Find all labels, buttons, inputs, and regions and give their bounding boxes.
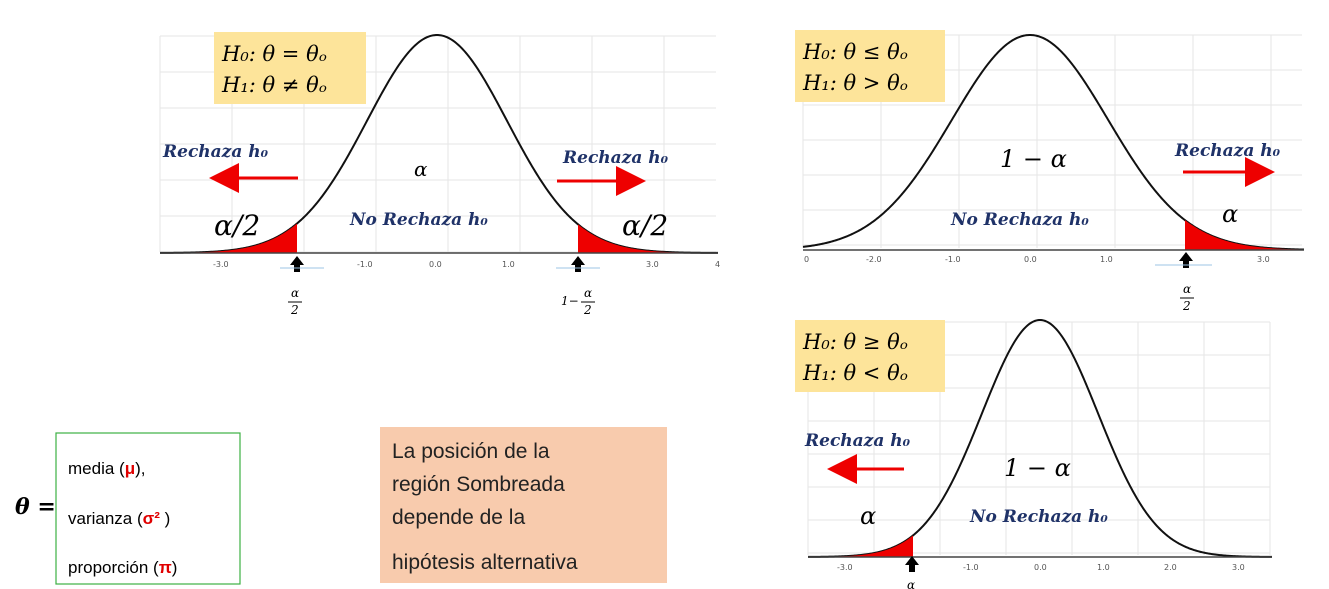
tick-label: 0.0 bbox=[1034, 563, 1047, 572]
theta-parameter-box bbox=[55, 432, 241, 585]
tick-label: 3.0 bbox=[1232, 563, 1245, 572]
no-reject-label-left-tailed: No Rechaza h₀ bbox=[969, 507, 1108, 527]
reject-region-left bbox=[808, 535, 913, 557]
tick-label: 1.0 bbox=[1100, 255, 1113, 264]
tick-label: -1.0 bbox=[963, 563, 979, 572]
tick-label: -3.0 bbox=[837, 563, 853, 572]
marker-fraction-num: α bbox=[1183, 282, 1191, 296]
h1-left-tailed: H₁: θ < θₒ bbox=[802, 361, 908, 385]
normal-curve-left-tailed bbox=[807, 318, 1273, 558]
tick-label: 0 bbox=[804, 255, 809, 264]
note-line: hipótesis alternativa bbox=[392, 551, 578, 574]
tick-label: 1.0 bbox=[502, 260, 515, 269]
marker-fraction-num: α bbox=[291, 286, 299, 300]
reject-label-left: Rechaza h₀ bbox=[162, 142, 269, 162]
tick-label: -1.0 bbox=[945, 255, 961, 264]
tick-label: 0.0 bbox=[429, 260, 442, 269]
marker-fraction-den: 2 bbox=[583, 303, 592, 317]
h0-left-tailed: H₀: θ ≥ θₒ bbox=[802, 330, 908, 354]
tick-label: 4 bbox=[715, 260, 720, 269]
panel-two-tailed: H₀: θ = θₒ H₁: θ ≠ θₒ Rechaza h₀ Rechaza… bbox=[159, 32, 720, 317]
reject-region-left bbox=[160, 223, 297, 253]
theta-symbol: θ = bbox=[15, 494, 56, 520]
reject-label: Rechaza h₀ bbox=[1174, 141, 1281, 161]
grid-left-tailed bbox=[807, 321, 1271, 555]
center-label: 1 − α bbox=[1004, 454, 1071, 482]
h0-two-tailed: H₀: θ = θₒ bbox=[221, 42, 327, 66]
tail-alpha-label: α bbox=[860, 502, 876, 530]
right-tail-label: α/2 bbox=[622, 209, 668, 242]
tick-label: 3.0 bbox=[1257, 255, 1270, 264]
parameter-item-variance: varianza (σ² ) bbox=[68, 509, 170, 528]
tick-label: 2.0 bbox=[1164, 563, 1177, 572]
tick-label: -2.0 bbox=[866, 255, 882, 264]
reject-label: Rechaza h₀ bbox=[804, 431, 911, 451]
hypothesis-box-right-tailed bbox=[795, 30, 945, 102]
tick-label: -3.0 bbox=[213, 260, 229, 269]
tail-alpha-label: α bbox=[1222, 200, 1238, 228]
center-alpha-label: α bbox=[414, 157, 428, 181]
marker-arrow-left bbox=[290, 256, 304, 272]
no-reject-label-two-tailed: No Rechaza h₀ bbox=[349, 210, 488, 230]
tick-label: 0.0 bbox=[1024, 255, 1037, 264]
tick-label: 3.0 bbox=[646, 260, 659, 269]
marker-fraction-num: α bbox=[584, 286, 592, 300]
center-label: 1 − α bbox=[1000, 145, 1067, 173]
note-line: La posición de la bbox=[392, 440, 550, 463]
h1-right-tailed: H₁: θ > θₒ bbox=[802, 71, 908, 95]
note-background bbox=[380, 427, 667, 583]
hypothesis-box-left-tailed bbox=[795, 320, 945, 392]
parameter-item-mean: media (μ), bbox=[68, 459, 145, 478]
left-tail-label: α/2 bbox=[214, 209, 260, 242]
marker-prefix: 1− bbox=[561, 294, 579, 308]
panel-left-tailed: H₀: θ ≥ θₒ H₁: θ < θₒ Rechaza h₀ 1 − α α… bbox=[795, 318, 1273, 589]
marker-fraction-den: 2 bbox=[1182, 299, 1191, 313]
reject-region-right bbox=[1185, 220, 1304, 250]
h1-two-tailed: H₁: θ ≠ θₒ bbox=[221, 73, 327, 97]
note-line: depende de la bbox=[392, 506, 525, 529]
marker-arrow bbox=[905, 556, 919, 572]
marker-fraction-num: α bbox=[907, 578, 915, 589]
no-reject-label-right-tailed: No Rechaza h₀ bbox=[950, 210, 1089, 230]
theta-definition: θ = media (μ), varianza (σ² ) proporción… bbox=[15, 432, 241, 585]
marker-fraction-den: 2 bbox=[290, 303, 299, 317]
panel-right-tailed: H₀: θ ≤ θₒ H₁: θ > θₒ 1 − α Rechaza h₀ N… bbox=[795, 30, 1305, 313]
hypothesis-box-two-tailed bbox=[214, 32, 366, 104]
marker-arrow-right bbox=[571, 256, 585, 272]
tick-label: 1.0 bbox=[1097, 563, 1110, 572]
note-box: La posición de la región Sombreada depen… bbox=[380, 427, 667, 583]
h0-right-tailed: H₀: θ ≤ θₒ bbox=[802, 40, 908, 64]
note-line: región Sombreada bbox=[392, 473, 565, 496]
tick-label: -1.0 bbox=[357, 260, 373, 269]
reject-label-right: Rechaza h₀ bbox=[562, 148, 669, 168]
marker-arrow bbox=[1179, 252, 1193, 268]
parameter-item-proportion: proporción (π) bbox=[68, 558, 177, 577]
reject-region-right bbox=[578, 224, 718, 253]
